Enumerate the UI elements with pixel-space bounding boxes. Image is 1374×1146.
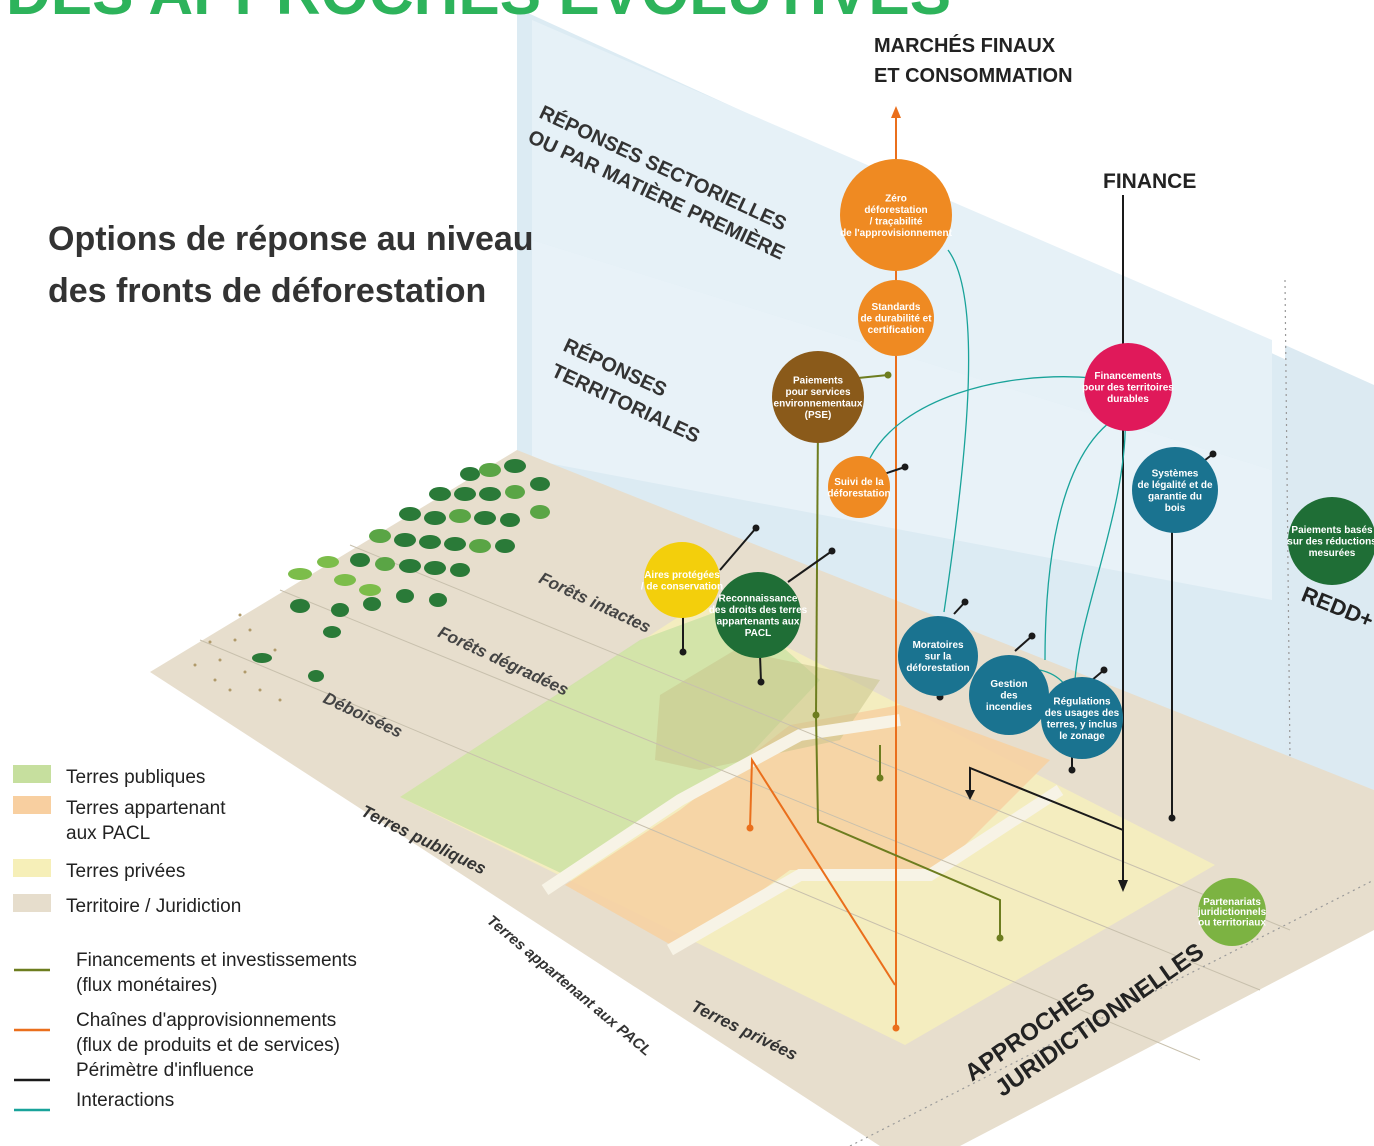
- flow-dot: [812, 711, 820, 719]
- circle-shape: [840, 159, 952, 271]
- influence-dot: [1168, 814, 1176, 822]
- legend-swatch: [13, 765, 51, 783]
- flow-financement-pse: [815, 714, 1001, 938]
- zone-terres-pacl: [565, 705, 1050, 950]
- circle-shape: [772, 351, 864, 443]
- legend-line-financements-et-investissements-flux-monetaires: Financements et investissements (flux mon…: [14, 950, 357, 996]
- trees-intact: [350, 459, 550, 577]
- legend-label: Territoire / Juridiction: [66, 896, 241, 917]
- legend-swatch: [13, 859, 51, 877]
- circle-shape: [898, 616, 978, 696]
- flow-supply-chain: [749, 756, 896, 986]
- finance-axis-arrow: [1118, 880, 1128, 892]
- flow-dot: [876, 774, 884, 782]
- influence-regulation: [969, 766, 1124, 831]
- main-title-line2: des fronts de déforestation: [48, 272, 486, 310]
- zone-overlap: [655, 650, 880, 770]
- circle-shape: [858, 280, 934, 356]
- legend-label: Terres publiques: [66, 767, 205, 788]
- circle-shape: [969, 655, 1049, 735]
- marches-label-line1: MARCHÉS FINAUX: [874, 34, 1056, 57]
- legend-label: aux PACL: [66, 823, 150, 844]
- circle-shape: [1132, 447, 1218, 533]
- circle-shape: [828, 456, 890, 518]
- circle-shape: [715, 572, 801, 658]
- circle-aires-protegees-de-conservation: Aires protégées/ de conservation: [641, 542, 723, 618]
- marches-label-line2: ET CONSOMMATION: [874, 65, 1073, 87]
- legend-area-terres-appartenant-aux-pacl: Terres appartenant aux PACL: [13, 796, 226, 844]
- legend-line-perimetre-d-influence: Périmètre d'influence: [14, 1060, 254, 1082]
- main-title-line1: Options de réponse au niveau: [48, 220, 534, 258]
- flow-pse-vertical: [815, 419, 819, 716]
- deforested-stumps: [193, 613, 282, 702]
- legend-label: Financements et investissements: [76, 950, 357, 971]
- circle-shape: [644, 542, 720, 618]
- top-banner: DES APPROCHES ÉVOLUTIVES: [6, 0, 951, 28]
- legend-label: (flux de produits et de services): [76, 1035, 340, 1056]
- legend-line-interactions: Interactions: [14, 1090, 174, 1112]
- legend-label: Terres privées: [66, 861, 185, 882]
- legend-label: Périmètre d'influence: [76, 1060, 254, 1081]
- dotted-floor-edge: [849, 879, 1374, 1146]
- legend-label: Interactions: [76, 1090, 174, 1111]
- dotted-divider: [1284, 279, 1291, 761]
- legend-label: (flux monétaires): [76, 975, 218, 996]
- legend-area-terres-publiques: Terres publiques: [13, 765, 205, 788]
- boundary-path-1: [541, 714, 901, 895]
- wall-band-territoriales: [532, 240, 1272, 600]
- circle-shape: [1288, 497, 1374, 585]
- circle-shape: [1084, 343, 1172, 431]
- flow-dot: [996, 934, 1004, 942]
- influence-arrow: [965, 790, 975, 800]
- finance-label: FINANCE: [1103, 170, 1196, 193]
- legend-area-terres-privees: Terres privées: [13, 859, 185, 882]
- legend-swatch: [13, 894, 51, 912]
- marches-axis-arrow: [891, 106, 901, 118]
- circle-shape: [1041, 677, 1123, 759]
- circle-label: Aires protégées/ de conservation: [641, 570, 723, 593]
- legend-swatch: [13, 796, 51, 814]
- legend-line-chaines-d-approvisionnements-flux-de-produits-et-de-services: Chaînes d'approvisionnements (flux de pro…: [14, 1010, 340, 1056]
- trees-degraded: [252, 556, 447, 682]
- legend-label: Terres appartenant: [66, 798, 226, 819]
- marches-axis-dot: [892, 1024, 900, 1032]
- circle-shape: [1198, 878, 1266, 946]
- flow-dot: [746, 824, 754, 832]
- legend-area-territoire-juridiction: Territoire / Juridiction: [13, 894, 241, 917]
- boundary-path-2: [667, 784, 1064, 956]
- legend-label: Chaînes d'approvisionnements: [76, 1010, 336, 1031]
